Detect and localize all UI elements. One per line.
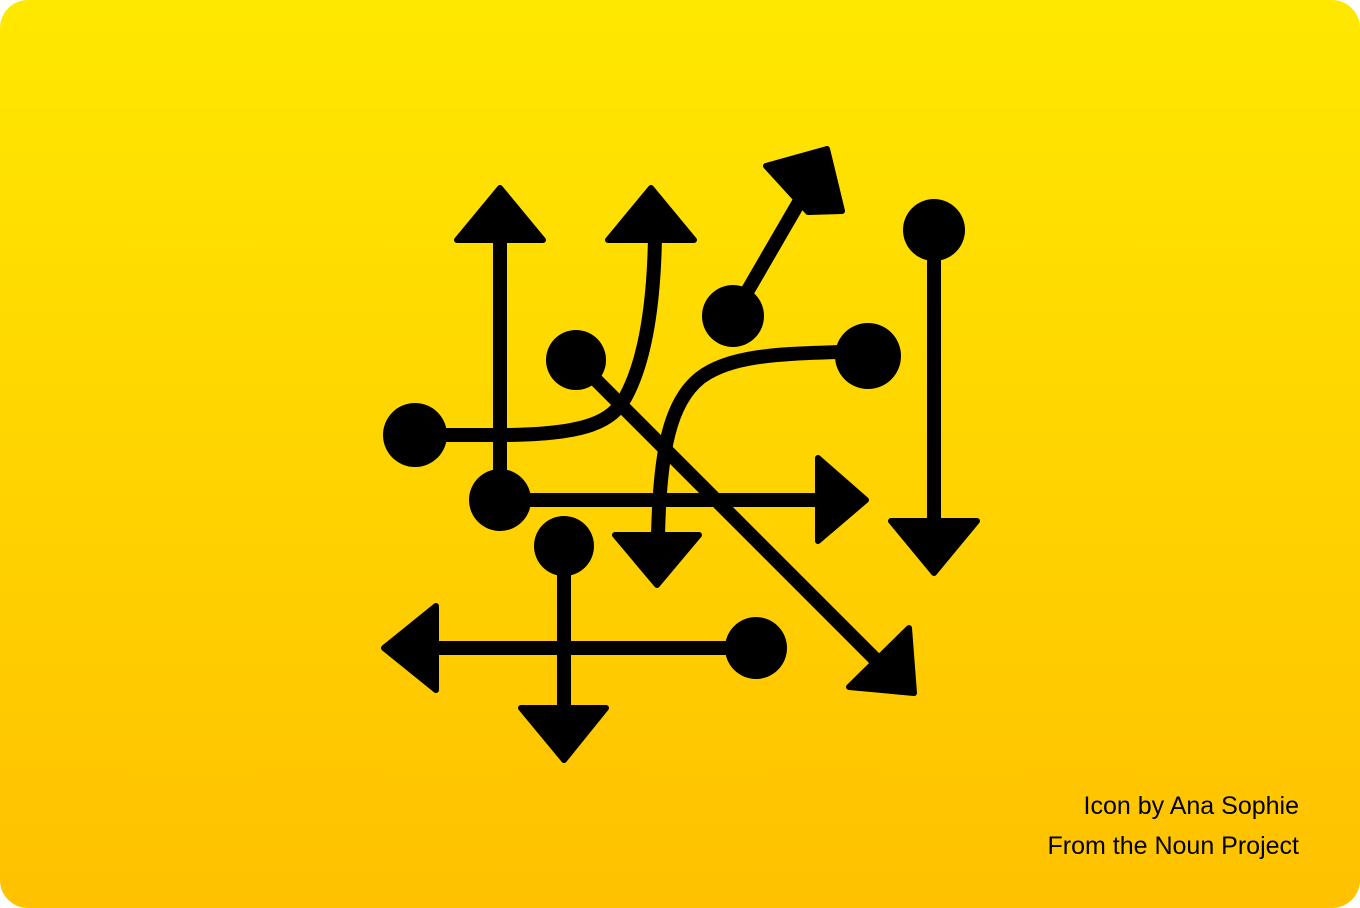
source-credit: From the Noun Project <box>1047 832 1300 860</box>
attribution: Icon by Ana Sophie From the Noun Project <box>1048 786 1300 866</box>
icon-author-credit: Icon by Ana Sophie <box>1083 792 1299 820</box>
